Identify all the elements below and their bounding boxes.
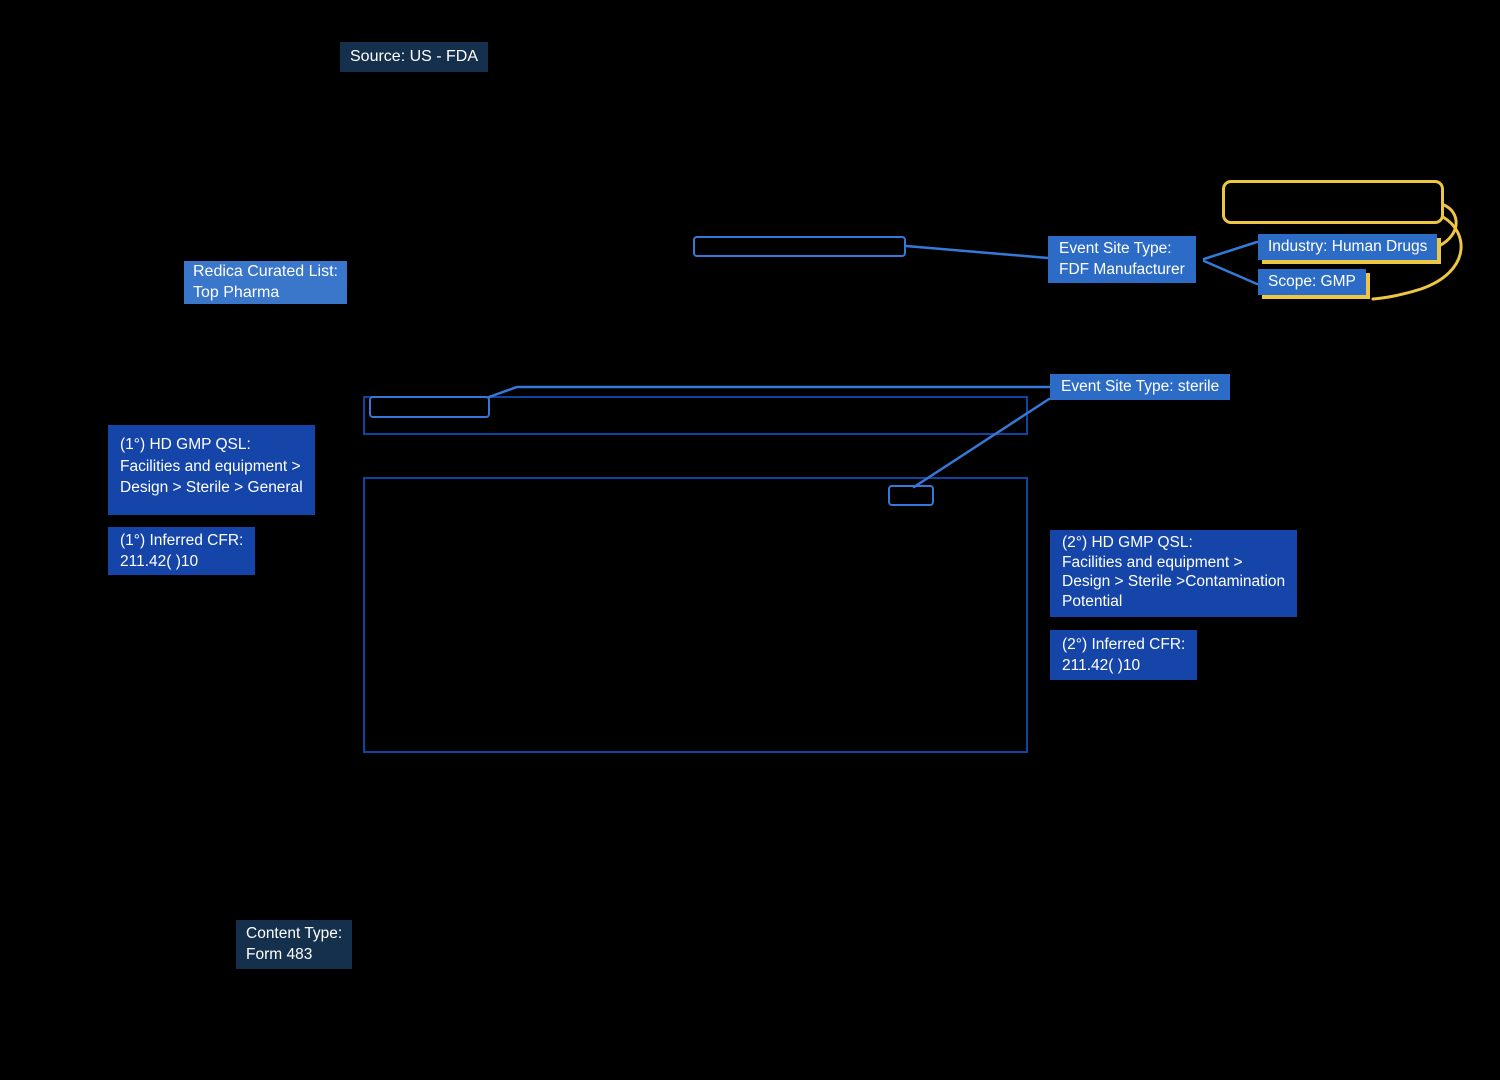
company-name-highlight-box	[1222, 180, 1444, 224]
scope-tag: Scope: GMP	[1258, 269, 1366, 295]
secondary-hd-gmp-qsl-tag: (2°) HD GMP QSL: Facilities and equipmen…	[1050, 530, 1298, 617]
primary-inferred-cfr-tag: (1°) Inferred CFR: 211.42( )10	[108, 527, 256, 575]
redica-curated-list-tag: Redica Curated List: Top Pharma	[184, 261, 347, 304]
connector-fdf-to-scope	[1202, 259, 1259, 286]
source-tag: Source: US - FDA	[340, 42, 489, 72]
site-name-highlight-box	[693, 236, 906, 257]
event-site-type-sterile-tag: Event Site Type: sterile	[1050, 374, 1231, 400]
connector-fdf-to-industry	[1202, 240, 1259, 261]
primary-hd-gmp-qsl-tag: (1°) HD GMP QSL: Facilities and equipmen…	[108, 425, 315, 515]
phrase-highlight-box-secondary	[888, 485, 934, 506]
observation-body-highlight-box	[363, 477, 1028, 753]
content-type-tag: Content Type: Form 483	[236, 920, 353, 969]
industry-tag: Industry: Human Drugs	[1258, 234, 1438, 260]
event-site-type-fdf-tag: Event Site Type: FDF Manufacturer	[1048, 236, 1196, 283]
connector-site-to-fdf-label	[904, 244, 1050, 260]
secondary-inferred-cfr-tag: (2°) Inferred CFR: 211.42( )10	[1050, 630, 1198, 680]
phrase-highlight-box-primary	[369, 396, 490, 418]
